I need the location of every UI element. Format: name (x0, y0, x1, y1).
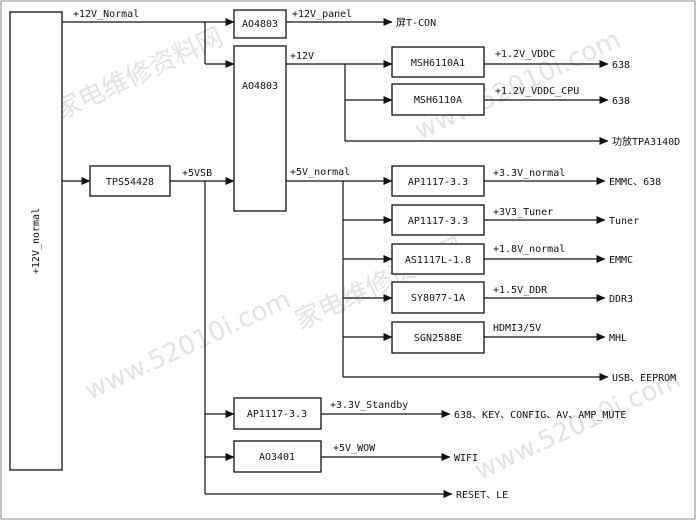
sy8077-label: SY8077-1A (411, 293, 465, 304)
net-label-3v3-normal: +3.3V_normal (493, 168, 565, 179)
ao4803-main-switch-block (233, 45, 287, 212)
msh6110a-block (391, 83, 485, 116)
msh6110a-label: MSH6110A (414, 95, 462, 106)
sgn2588e-block (391, 321, 485, 354)
ao4803-panel-switch-block (233, 9, 287, 39)
load-label-vddc: 638 (612, 60, 630, 71)
main-12v-rail-block (9, 11, 63, 471)
ao3401-block (233, 440, 322, 473)
load-label-vddc-cpu: 638 (612, 96, 630, 107)
load-label-reset: RESET、LE (456, 490, 508, 501)
load-label-wifi: WIFI (454, 453, 478, 464)
ao3401-label: AO3401 (259, 452, 295, 463)
net-label-3v3-tuner: +3V3_Tuner (493, 207, 553, 218)
net-label-12v-normal: +12V_Normal (73, 9, 139, 20)
net-label-5v-wow: +5V_WOW (333, 443, 376, 454)
watermark-text: www.52010i.com (80, 285, 295, 407)
ap1117-tuner-label: AP1117-3.3 (408, 216, 468, 227)
net-label-1v2-vddc-cpu: +1.2V_VDDC_CPU (495, 86, 579, 97)
watermark-text: 家电维修资料网 (50, 22, 228, 126)
load-label-usb-eeprom: USB、EEPROM (612, 373, 676, 384)
main-12v-rail-label: +12V_normal (31, 208, 42, 274)
net-label-1v5-ddr: +1.5V_DDR (493, 285, 548, 296)
as1117l-label: AS1117L-1.8 (405, 255, 471, 266)
sgn2588e-label: SGN2588E (414, 333, 462, 344)
load-label-mhl: MHL (609, 333, 627, 344)
wires (62, 18, 609, 498)
net-label-5v-normal: +5V_normal (290, 167, 350, 178)
load-label-audio-amp: 功放TPA3140D (612, 135, 680, 148)
ao4803-main-switch-label: AO4803 (242, 81, 278, 92)
msh6110a1-block (391, 46, 485, 78)
load-label-tuner: Tuner (609, 216, 639, 227)
net-label-hdmi-5v: HDMI3/5V (493, 323, 541, 334)
as1117l-block (391, 243, 485, 275)
load-label-standby-loads: 638、KEY、CONFIG、AV、AMP_MUTE (454, 410, 626, 421)
tps54428-block (89, 165, 171, 197)
load-label-emmc-638: EMMC、638 (609, 177, 661, 188)
ap1117-emmc-label: AP1117-3.3 (408, 177, 468, 188)
sy8077-block (391, 281, 485, 314)
msh6110a1-label: MSH6110A1 (411, 58, 465, 69)
net-label-1v2-vddc: +1.2V_VDDC (495, 49, 555, 60)
load-label-emmc: EMMC (609, 255, 633, 266)
ap1117-standby-label: AP1117-3.3 (247, 409, 307, 420)
net-label-5vsb: +5VSB (182, 168, 212, 179)
net-label-3v3-standby: +3.3V_Standby (330, 400, 408, 411)
ao4803-panel-switch-label: AO4803 (242, 19, 278, 30)
load-label-ddr3: DDR3 (609, 294, 633, 305)
net-label-1v8-normal: +1.8V_normal (493, 244, 565, 255)
net-label-12v-panel: +12V_panel (292, 9, 352, 20)
load-label-panel: 屏T-CON (396, 17, 436, 29)
net-label-12v: +12V (290, 51, 314, 62)
tps54428-label: TPS54428 (106, 177, 154, 188)
